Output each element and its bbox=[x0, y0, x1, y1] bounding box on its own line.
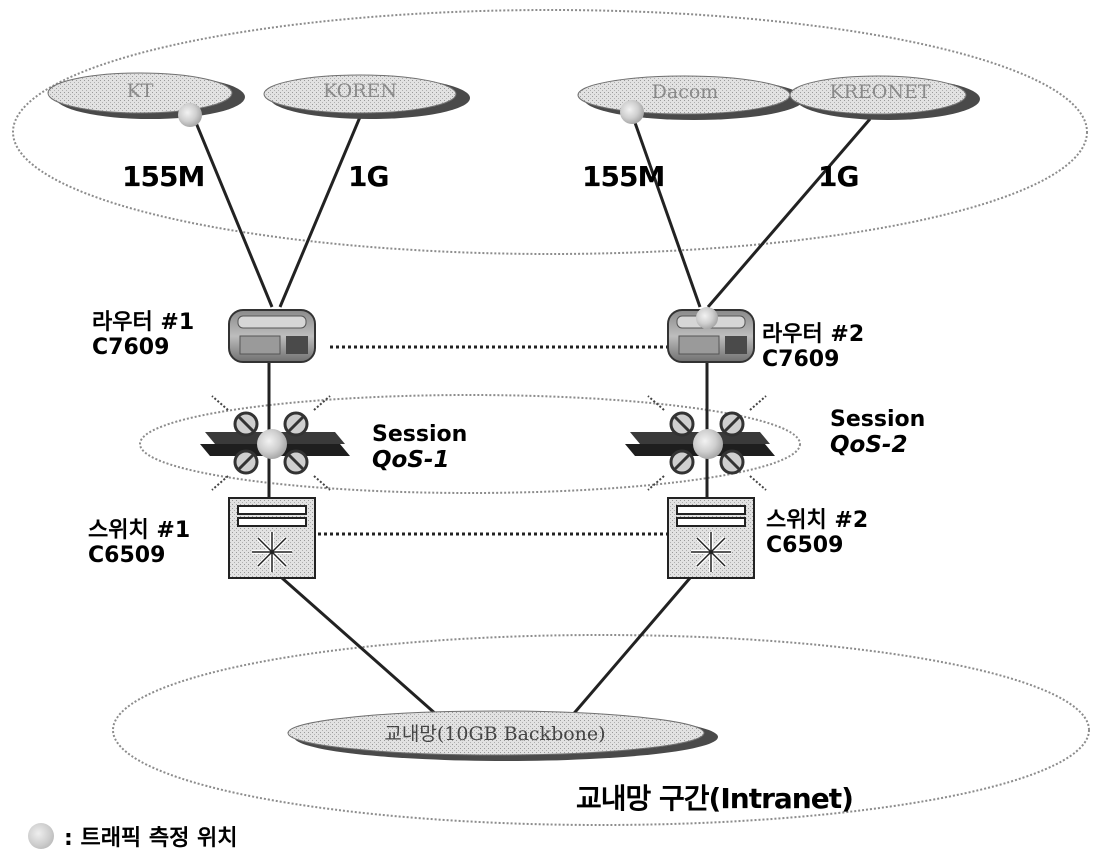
legend-text: : 트래픽 측정 위치 bbox=[64, 820, 237, 852]
intranet-zone-label: 교내망 구간(Intranet) bbox=[576, 783, 853, 815]
router1-model: C7609 bbox=[92, 335, 194, 360]
link-label-left-1g: 1G bbox=[348, 161, 388, 193]
link-switch2-campus bbox=[570, 578, 690, 718]
link-kreonet-router2 bbox=[708, 119, 870, 307]
switch1-icon bbox=[229, 498, 315, 578]
qos2-line2: QoS-2 bbox=[830, 432, 925, 458]
link-switch1-campus bbox=[282, 578, 446, 723]
measurement-point-qos1 bbox=[257, 429, 287, 459]
link-dacom-router2 bbox=[633, 117, 700, 307]
cloud-kreonet-label: KREONET bbox=[810, 81, 950, 103]
legend: : 트래픽 측정 위치 bbox=[28, 820, 237, 852]
router1-label: 라우터 #1 C7609 bbox=[92, 310, 194, 361]
qos1-label: Session QoS-1 bbox=[372, 422, 467, 474]
switch2-label: 스위치 #2 C6509 bbox=[766, 508, 868, 559]
router2-name: 라우터 #2 bbox=[762, 322, 864, 347]
switch1-model: C6509 bbox=[88, 543, 190, 568]
qos2-line1: Session bbox=[830, 407, 925, 432]
internet-zone-ellipse bbox=[13, 10, 1087, 254]
measurement-point-dacom bbox=[620, 100, 644, 124]
switch1-label: 스위치 #1 C6509 bbox=[88, 518, 190, 569]
measurement-point-legend-icon bbox=[28, 823, 54, 849]
router2-label: 라우터 #2 C7609 bbox=[762, 322, 864, 373]
measurement-point-kt bbox=[178, 103, 202, 127]
router2-model: C7609 bbox=[762, 347, 864, 372]
switch2-icon bbox=[668, 498, 754, 578]
switch2-name: 스위치 #2 bbox=[766, 508, 868, 533]
switch1-name: 스위치 #1 bbox=[88, 518, 190, 543]
cloud-dacom-label: Dacom bbox=[610, 81, 760, 103]
router1-icon bbox=[229, 310, 315, 362]
link-koren-router1 bbox=[280, 117, 360, 307]
measurement-point-qos2 bbox=[693, 429, 723, 459]
link-label-right-155m: 155M bbox=[582, 161, 664, 193]
switch2-model: C6509 bbox=[766, 533, 868, 558]
cloud-campus-label: 교내망(10GB Backbone) bbox=[300, 719, 690, 746]
router1-name: 라우터 #1 bbox=[92, 310, 194, 335]
qos1-line1: Session bbox=[372, 422, 467, 447]
qos2-label: Session QoS-2 bbox=[830, 407, 925, 459]
measurement-point-router2 bbox=[696, 307, 718, 329]
cloud-koren-label: KOREN bbox=[295, 80, 425, 102]
qos1-line2: QoS-1 bbox=[372, 447, 467, 473]
link-label-left-155m: 155M bbox=[122, 161, 204, 193]
link-label-right-1g: 1G bbox=[818, 161, 858, 193]
link-kt-router1 bbox=[192, 113, 272, 307]
cloud-kt-label: KT bbox=[105, 80, 175, 102]
